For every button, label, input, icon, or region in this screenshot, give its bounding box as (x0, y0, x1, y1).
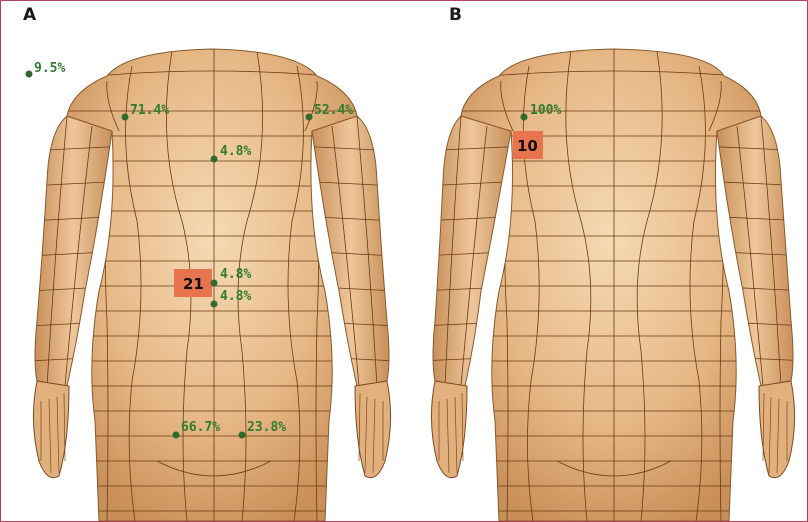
marker-label-a2: 71.4% (130, 103, 169, 118)
highlight-count-a: 21 (183, 275, 204, 293)
panel-b: 10 100% (419, 21, 808, 521)
torso-b (439, 49, 789, 521)
marker-label-a1: 9.5% (34, 61, 65, 76)
marker-dot-a6 (211, 301, 218, 308)
marker-dot-a7 (173, 432, 180, 439)
marker-dot-a2 (122, 114, 129, 121)
marker-label-a7: 66.7% (181, 420, 220, 435)
marker-dot-a3 (306, 114, 313, 121)
marker-dot-a1 (26, 71, 33, 78)
marker-label-a3: 52.4% (314, 103, 353, 118)
marker-label-a5: 4.8% (220, 267, 251, 282)
marker-dot-a5 (211, 280, 218, 287)
body-diagram-b: 10 100% (419, 21, 808, 521)
marker-label-b1: 100% (530, 103, 561, 118)
marker-label-a6: 4.8% (220, 289, 251, 304)
marker-dot-a4 (211, 156, 218, 163)
marker-dot-a8 (239, 432, 246, 439)
marker-dot-b1 (521, 114, 528, 121)
marker-label-a4: 4.8% (220, 144, 251, 159)
panel-a: 21 9.5% 71.4% 52.4% 4.8% 4.8% 4.8% 66.7%… (7, 21, 397, 521)
body-diagram-a: 21 9.5% 71.4% 52.4% 4.8% 4.8% 4.8% 66.7%… (7, 21, 397, 521)
highlight-count-b: 10 (517, 137, 538, 155)
marker-label-a8: 23.8% (247, 420, 286, 435)
